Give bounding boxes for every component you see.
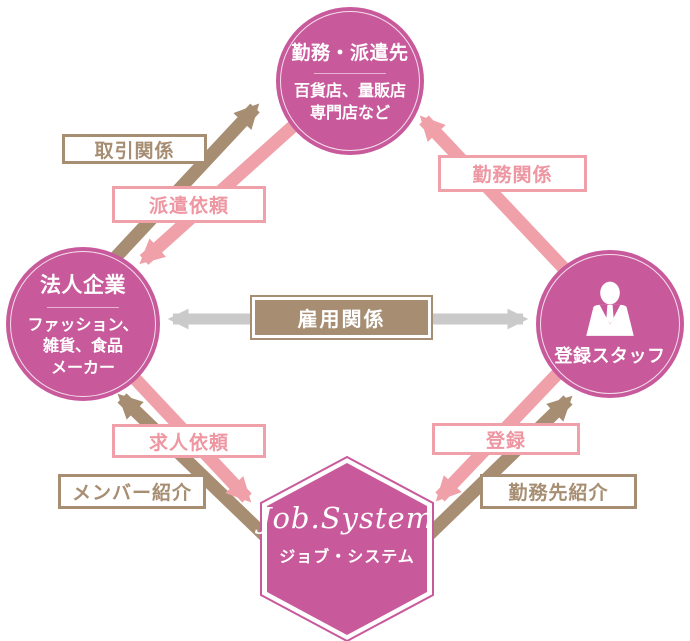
- node-subtitle: 百貨店、量販店 専門店など: [293, 83, 406, 122]
- label-job-request: 求人依頼: [112, 424, 266, 458]
- node-title: 勤務・派遣先: [291, 43, 409, 65]
- divider: [314, 73, 386, 75]
- job-system-subtitle: ジョブ・システム: [279, 549, 415, 566]
- node-title: 登録スタッフ: [554, 345, 666, 366]
- label-work-relation: 勤務関係: [438, 155, 587, 192]
- node-work-dispatch: 勤務・派遣先 百貨店、量販店 専門店など: [276, 7, 424, 155]
- label-employment-relation: 雇用関係: [250, 295, 433, 340]
- node-title: 法人企業: [40, 274, 126, 298]
- trade-arrow: [110, 103, 260, 263]
- label-trade-relation: 取引関係: [62, 134, 207, 164]
- label-member-referral: メンバー紹介: [58, 474, 206, 509]
- node-registered-staff: 登録スタッフ: [536, 250, 684, 398]
- job-system-title: Job.System: [259, 501, 435, 535]
- node-job-system: Job.System ジョブ・システム: [259, 501, 435, 567]
- label-dispatch-request: 派遣依頼: [112, 186, 266, 223]
- divider: [47, 307, 119, 309]
- node-corporate: 法人企業 ファッション、 雑貨、食品 メーカー: [6, 247, 160, 401]
- person-icon: [586, 281, 634, 336]
- work-relation-arrow: [419, 115, 577, 282]
- label-workplace-referral: 勤務先紹介: [480, 474, 637, 509]
- label-registration: 登録: [432, 423, 580, 455]
- label-employment-relation-text: 雇用関係: [255, 300, 428, 335]
- job-system-hexagon: [260, 455, 434, 641]
- node-subtitle: ファッション、 雑貨、食品 メーカー: [27, 317, 139, 377]
